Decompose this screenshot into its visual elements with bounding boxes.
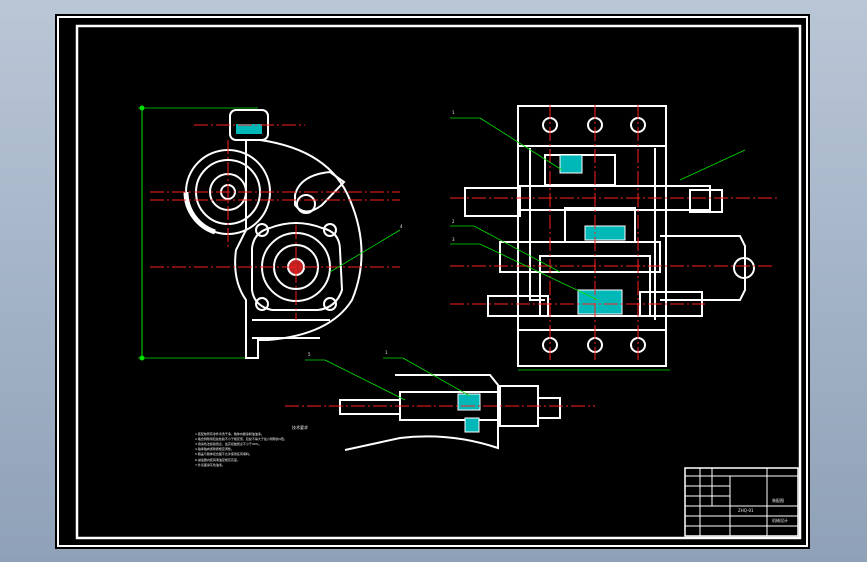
callout-1b: 1 xyxy=(385,350,388,355)
side-view[interactable] xyxy=(138,105,363,361)
requirement-line: 1.装配前所有零件清洗干净，箱体内壁涂耐油油漆。 xyxy=(195,432,264,437)
callout-5: 5 xyxy=(308,352,311,357)
title-block[interactable] xyxy=(684,467,799,537)
leader-line-4 xyxy=(329,229,401,273)
section-view-leaders xyxy=(450,117,746,371)
outer-frame xyxy=(57,16,808,547)
title-block-number: ZHQ-01 xyxy=(738,508,754,513)
callout-2: 2 xyxy=(452,219,455,224)
side-view-center-lines xyxy=(150,124,400,320)
callout-4: 4 xyxy=(400,224,403,229)
technical-requirements-title: 技术要求 xyxy=(292,425,308,430)
section-view[interactable] xyxy=(464,105,755,367)
assembly-drawing: 4 xyxy=(57,16,808,547)
requirement-line: 6.减速器内装润滑油至规定高度。 xyxy=(195,457,240,462)
requirement-line: 2.啮合侧隙用铅丝检验不小于规定值，铅丝不得大于最小侧隙的4倍。 xyxy=(195,437,287,442)
requirement-line: 7.外表面涂灰色油漆。 xyxy=(195,462,225,467)
requirement-line: 4.轴承轴向游隙按规定调整。 xyxy=(195,447,234,452)
detail-leaders xyxy=(305,357,471,401)
cad-viewport[interactable]: 4 xyxy=(55,14,810,549)
callout-1: 1 xyxy=(452,110,455,115)
detail-view[interactable] xyxy=(339,374,561,451)
section-view-center-lines xyxy=(450,105,780,360)
requirement-line: 5.箱盖与箱体接合面不允许使用任何填料。 xyxy=(195,452,252,457)
requirement-line: 3.用涂色法检验斑点，齿高接触斑点不小于40%。 xyxy=(195,442,262,447)
inner-frame xyxy=(75,24,802,540)
callout-3: 3 xyxy=(452,237,455,242)
title-block-company: 机械设计 xyxy=(772,517,788,523)
technical-requirements: 技术要求 1.装配前所有零件清洗干净，箱体内壁涂耐油油漆。 2.啮合侧隙用铅丝检… xyxy=(195,425,365,468)
title-block-name: 装配图 xyxy=(772,497,784,503)
